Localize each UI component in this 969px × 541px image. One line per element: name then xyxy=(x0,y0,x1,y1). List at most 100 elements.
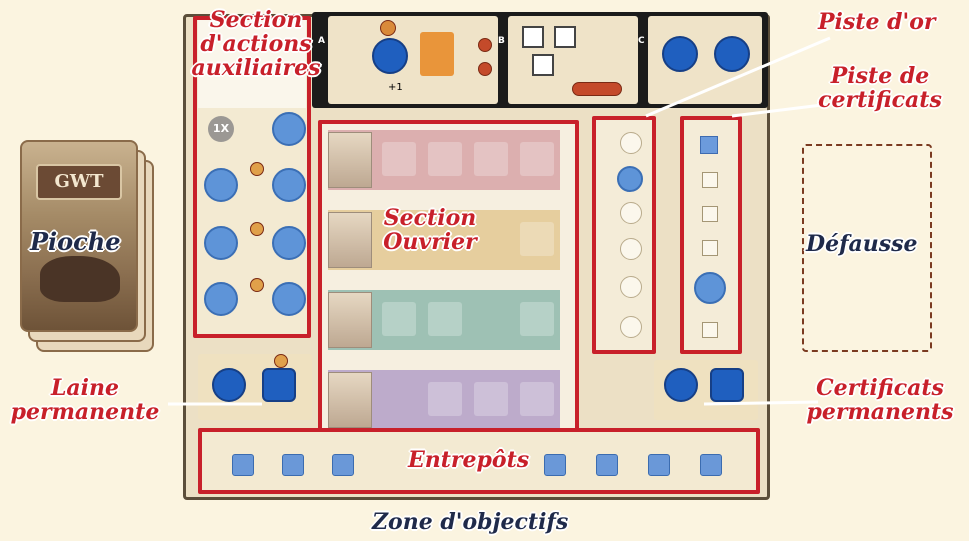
wool-disc-1 xyxy=(212,368,246,402)
wool-cost-icon xyxy=(274,354,288,368)
worker-section-overlay xyxy=(322,124,575,444)
game-logo: GWT xyxy=(36,164,122,200)
aux-disc-7 xyxy=(272,282,306,316)
worker-disc-tile-a xyxy=(372,38,408,74)
auxiliary-upper-area xyxy=(198,20,306,108)
warehouse-cube-1 xyxy=(232,454,254,476)
cost-track-icon xyxy=(572,82,622,96)
building-icon-1 xyxy=(522,26,544,48)
certificate-square-1 xyxy=(700,136,718,154)
worker-row-1 xyxy=(328,130,560,190)
permanent-certificates-line-2: permanents xyxy=(806,399,954,425)
permanent-certificate-disc-2 xyxy=(710,368,744,402)
warehouse-cube-5 xyxy=(596,454,618,476)
permanent-wool-line-1: Laine xyxy=(50,375,120,401)
warehouses-label: Entrepôts xyxy=(408,447,530,473)
aux-disc-2 xyxy=(204,168,238,202)
discard-pile[interactable] xyxy=(802,144,932,352)
certificate-square-6 xyxy=(702,322,718,338)
worker-label-line-1: Section xyxy=(383,205,477,231)
aux-disc-1 xyxy=(272,112,306,146)
gold-slot-4 xyxy=(620,238,642,260)
tile-letter-c: C xyxy=(638,36,645,46)
permanent-wool-label: Laine permanente xyxy=(4,376,166,424)
certificate-track-line-2: certificats xyxy=(818,87,942,113)
action-tiles-strip: A +1 B C xyxy=(312,12,768,108)
gold-slot-1 xyxy=(620,132,642,154)
coin-icon-1 xyxy=(478,38,492,52)
aux-cost-icon-3 xyxy=(250,278,264,292)
auxiliary-actions-label: Section d'actions auxiliaires xyxy=(174,8,338,80)
warehouse-cube-7 xyxy=(700,454,722,476)
worker-slot-4-3 xyxy=(520,382,554,416)
permanent-wool-line-2: permanente xyxy=(10,399,160,425)
worker-portrait-2 xyxy=(328,212,372,268)
tile-letter-b: B xyxy=(498,36,505,46)
gold-marker xyxy=(617,166,643,192)
worker-slot-1-4 xyxy=(520,142,554,176)
cow-illustration xyxy=(40,256,120,302)
draw-pile-top-card[interactable]: GWT xyxy=(20,140,138,332)
coin-icon-2 xyxy=(478,62,492,76)
worker-slot-3-2 xyxy=(428,302,462,336)
objective-zone-label: Zone d'objectifs xyxy=(372,509,569,535)
certificate-marker xyxy=(694,272,726,304)
action-tile-b[interactable]: B xyxy=(498,16,638,104)
auxiliary-label-line-2: d'actions xyxy=(200,31,312,57)
worker-section-label: Section Ouvrier xyxy=(370,206,490,254)
tile-letter-a: A xyxy=(318,36,325,46)
permanent-certificate-disc-1 xyxy=(664,368,698,402)
worker-slot-2-1 xyxy=(520,222,554,256)
cost-coin-icon xyxy=(380,20,396,36)
worker-row-2 xyxy=(328,210,560,270)
certificate-square-2 xyxy=(702,172,718,188)
auxiliary-label-line-3: auxiliaires xyxy=(191,55,321,81)
warehouse-cube-3 xyxy=(332,454,354,476)
aux-disc-5 xyxy=(272,226,306,260)
certificate-track-line-1: Piste de xyxy=(830,63,930,89)
certificate-track-label: Piste de certificats xyxy=(800,64,960,112)
warehouse-cube-2 xyxy=(282,454,304,476)
worker-portrait-3 xyxy=(328,292,372,348)
one-time-badge: 1X xyxy=(208,116,234,142)
aux-cost-icon-2 xyxy=(250,222,264,236)
worker-row-4 xyxy=(328,370,560,430)
worker-slot-4-1 xyxy=(428,382,462,416)
worker-slot-1-1 xyxy=(382,142,416,176)
worker-portrait-4 xyxy=(328,372,372,428)
tile-a-bonus: +1 xyxy=(388,82,403,93)
worker-section[interactable] xyxy=(318,120,579,448)
aux-disc-6 xyxy=(204,282,238,316)
bird-icon xyxy=(420,32,454,76)
building-icon-2 xyxy=(554,26,576,48)
action-tile-a[interactable]: A +1 xyxy=(318,16,498,104)
certificate-track[interactable] xyxy=(680,116,742,354)
aux-cost-icon-1 xyxy=(250,162,264,176)
gold-track[interactable] xyxy=(592,116,656,354)
worker-disc-tile-c-2 xyxy=(714,36,750,72)
building-icon-3 xyxy=(532,54,554,76)
worker-row-3 xyxy=(328,290,560,350)
gold-slot-5 xyxy=(620,276,642,298)
permanent-certificates-line-1: Certificats xyxy=(816,375,944,401)
auxiliary-label-line-1: Section xyxy=(209,7,303,33)
gold-slot-3 xyxy=(620,202,642,224)
warehouse-cube-4 xyxy=(544,454,566,476)
gold-track-label: Piste d'or xyxy=(818,9,936,35)
discard-label: Défausse xyxy=(806,231,918,257)
worker-disc-tile-c-1 xyxy=(662,36,698,72)
worker-portrait-1 xyxy=(328,132,372,188)
worker-label-line-2: Ouvrier xyxy=(383,229,477,255)
worker-slot-1-3 xyxy=(474,142,508,176)
worker-slot-4-2 xyxy=(474,382,508,416)
draw-pile-label: Pioche xyxy=(30,227,121,256)
aux-disc-4 xyxy=(204,226,238,260)
permanent-certificates-label: Certificats permanents xyxy=(794,376,966,424)
worker-slot-1-2 xyxy=(428,142,462,176)
aux-disc-3 xyxy=(272,168,306,202)
certificate-square-3 xyxy=(702,206,718,222)
worker-slot-3-1 xyxy=(382,302,416,336)
action-tile-c[interactable]: C xyxy=(638,16,762,104)
warehouse-cube-6 xyxy=(648,454,670,476)
certificate-square-4 xyxy=(702,240,718,256)
